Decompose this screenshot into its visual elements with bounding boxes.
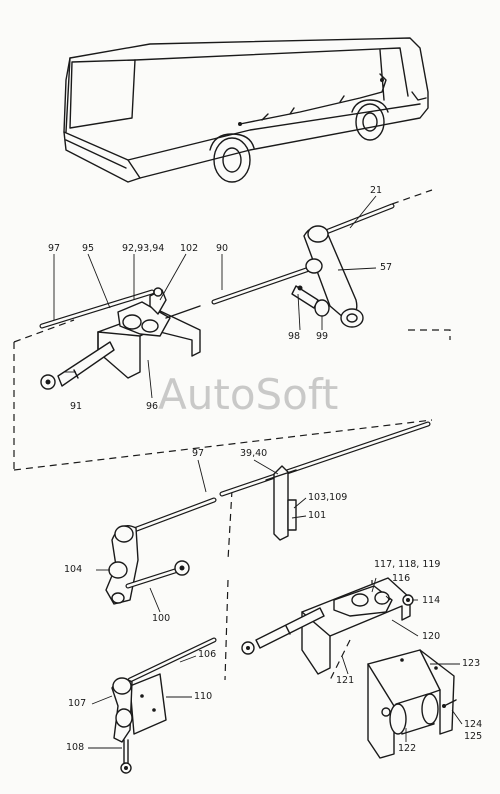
callout-97-top: 97: [48, 243, 61, 254]
callout-101: 101: [308, 510, 327, 521]
callout-114: 114: [422, 595, 441, 606]
bus-outline: [63, 37, 429, 183]
callout-39-40: 39,40: [240, 448, 268, 459]
callout-102: 102: [180, 243, 199, 254]
callout-96: 96: [146, 401, 159, 412]
callout-125: 125: [464, 731, 483, 742]
callout-95: 95: [82, 243, 95, 254]
callout-117-118-119: 117, 118, 119: [374, 559, 441, 570]
callout-21: 21: [370, 185, 383, 196]
callout-121: 121: [336, 675, 355, 686]
leader-lines: [53, 195, 463, 749]
callout-57: 57: [380, 262, 393, 273]
callout-122: 122: [398, 743, 417, 754]
callout-104: 104: [64, 564, 83, 575]
callout-91: 91: [70, 401, 83, 412]
callout-120: 120: [422, 631, 441, 642]
dashed-frame: [13, 189, 451, 681]
callout-103-109: 103,109: [308, 492, 348, 503]
callout-108: 108: [66, 742, 85, 753]
callout-124: 124: [464, 719, 483, 730]
callout-107: 107: [68, 698, 87, 709]
callout-106: 106: [198, 649, 217, 660]
lower-left-assembly: [111, 637, 217, 774]
callout-116: 116: [392, 573, 411, 584]
callout-92-93-94: 92,93,94: [122, 243, 165, 254]
watermark: AutoSoft: [158, 370, 339, 419]
lower-right-assembly: [241, 577, 457, 759]
callout-123: 123: [462, 658, 481, 669]
callout-97-middle: 97: [192, 448, 205, 459]
callout-99: 99: [316, 331, 329, 342]
callout-100: 100: [152, 613, 171, 624]
callout-90: 90: [216, 243, 229, 254]
callout-110: 110: [194, 691, 213, 702]
upper-linkage: [39, 203, 395, 390]
callout-98: 98: [288, 331, 301, 342]
middle-linkage: [105, 421, 431, 605]
